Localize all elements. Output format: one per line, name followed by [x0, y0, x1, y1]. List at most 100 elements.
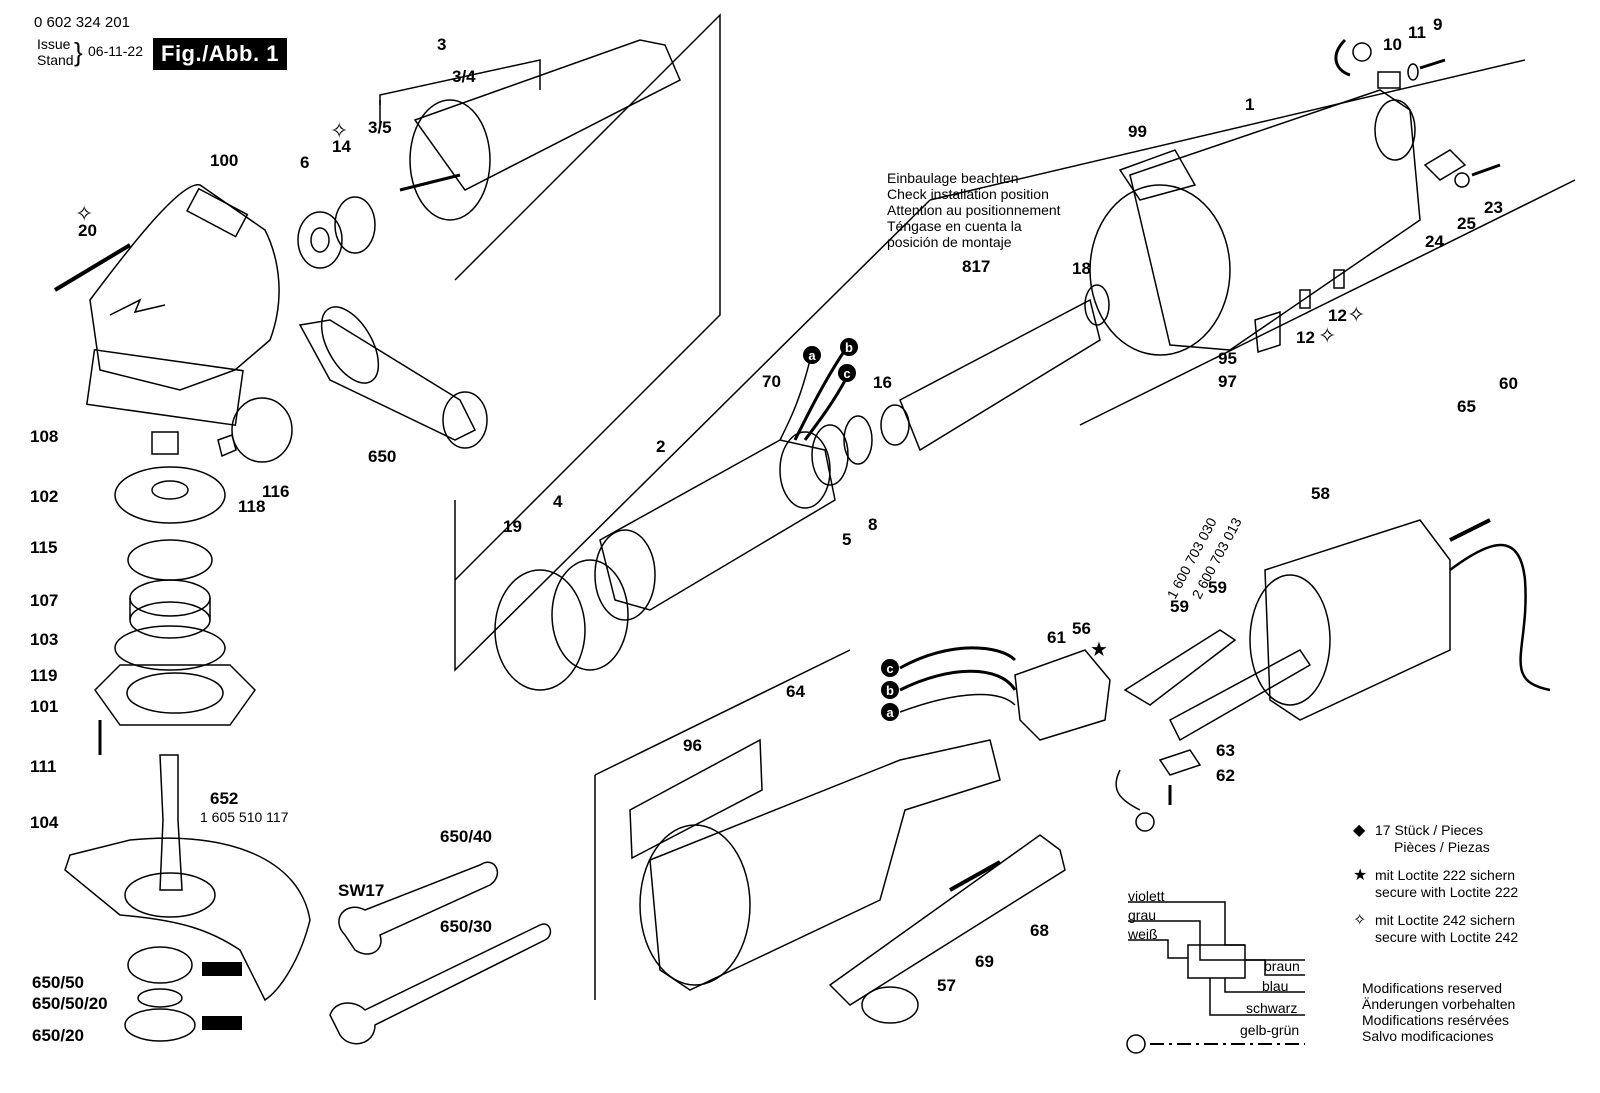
flange-650-50	[127, 946, 193, 984]
part-label: 6	[300, 153, 309, 172]
housing-opening	[1089, 184, 1231, 356]
legend: ◆17 Stück / Pieces Pièces / Piezas ★mit …	[1353, 822, 1518, 945]
frame-gear-group	[454, 13, 721, 581]
part-label: 62	[1216, 766, 1235, 785]
part-label: 115	[30, 538, 57, 557]
part-label: 68	[1030, 921, 1049, 940]
wrench-650-40	[338, 861, 499, 955]
housing-64-opening	[639, 824, 751, 986]
spindle-104	[159, 754, 183, 891]
part-label: 60	[1499, 374, 1518, 393]
clamp-10	[1377, 71, 1401, 89]
tool-icons	[202, 962, 242, 1030]
legend-outline-star-line2: secure with Loctite 242	[1375, 929, 1519, 945]
part-label: 18	[1072, 259, 1091, 278]
wire-tag-label: a	[808, 348, 816, 363]
brace: }	[74, 37, 83, 67]
part-label: 103	[30, 630, 58, 649]
part-label: 95	[1218, 349, 1237, 368]
markers: ✧ ✧ ✧ ✧ ★	[75, 119, 1365, 661]
part-label: 97	[1218, 372, 1237, 391]
wire-61	[899, 669, 1017, 692]
wire-label-blau: blau	[1262, 978, 1289, 994]
direction-arrow	[109, 298, 166, 316]
bearing-103	[129, 579, 211, 617]
rotor-shaft-3	[413, 39, 681, 191]
cable-protection-59	[1123, 629, 1237, 706]
modifications-line: Änderungen vorbehalten	[1362, 996, 1516, 1012]
wire-tag-label: c	[886, 661, 893, 676]
earth-icon	[1126, 1034, 1146, 1054]
wiring-switch-box	[1187, 944, 1246, 979]
strip-99	[1118, 149, 1197, 201]
armature-2	[599, 439, 836, 611]
wire-tag-label: b	[845, 340, 853, 355]
housing-nose	[1374, 99, 1416, 161]
screw-65	[1449, 518, 1491, 542]
outline-star-icon: ✧	[1347, 303, 1365, 328]
part-label: 8	[868, 515, 877, 534]
part-label: 19	[503, 517, 522, 536]
part-label: 16	[873, 373, 892, 392]
housing-vent	[186, 187, 249, 238]
part-label: 2	[656, 437, 665, 456]
legend-outline-star-line1: mit Loctite 242 sichern	[1375, 912, 1516, 928]
nut-650-20	[124, 1008, 196, 1042]
install-note-line: Attention au positionnement	[887, 202, 1061, 218]
part-label: 101	[30, 697, 58, 716]
wire-violett	[1128, 901, 1245, 946]
part-label: 817	[962, 257, 990, 276]
part-label: 63	[1216, 741, 1235, 760]
ring-18	[1084, 284, 1110, 326]
wrench-tool-icon	[202, 962, 242, 976]
switch-bar-68	[828, 834, 1066, 1006]
power-cord-60	[1449, 543, 1551, 692]
handle-guard	[320, 306, 380, 384]
clamp-63	[1158, 749, 1202, 776]
wire-braun	[1245, 959, 1305, 976]
bevel-gear-hub	[151, 480, 189, 500]
ring-16	[880, 404, 910, 446]
part-label: 1	[1245, 95, 1254, 114]
wire-tag-b	[881, 681, 899, 699]
part-label: 652	[210, 789, 238, 808]
part-label: 116	[262, 482, 289, 501]
earth-icon	[1135, 812, 1155, 832]
part-label: 24	[1425, 232, 1444, 251]
screw-20	[53, 243, 132, 292]
part-label: 23	[1484, 198, 1503, 217]
part-label: 57	[937, 976, 956, 995]
part-label: SW17	[338, 881, 384, 900]
part-label: 58	[1311, 484, 1330, 503]
bevel-gear-115	[114, 466, 226, 524]
star-icon: ★	[1353, 867, 1368, 884]
frame-top-line	[929, 59, 1526, 201]
part-label: 650/50	[32, 973, 84, 992]
part-label: 650	[368, 447, 396, 466]
ring-4	[551, 559, 629, 671]
handle-end	[442, 391, 488, 449]
wire-label-grau: grau	[1128, 907, 1157, 923]
frame-armature-group	[454, 199, 931, 672]
protection-guard-652	[64, 837, 311, 1002]
flange-bore	[126, 672, 224, 714]
aux-handle-650	[298, 319, 477, 441]
circlip-107	[127, 539, 213, 581]
part-label: 14	[332, 137, 351, 156]
cable-59	[1169, 649, 1312, 742]
label-96	[629, 738, 763, 860]
bearing-6-inner	[310, 227, 330, 253]
wire-label-weiss: weiß	[1128, 926, 1158, 942]
part-number-guard: 1 605 510 117	[200, 809, 289, 825]
needle-sleeve-102	[151, 431, 179, 455]
part-label: 107	[30, 591, 58, 610]
part-label: 69	[975, 952, 994, 971]
issue-label: Issue	[37, 36, 71, 52]
part-label: 118	[238, 497, 265, 516]
part-label: 64	[786, 682, 805, 701]
part-labels: 33/43/5146100201086501021181161151071031…	[30, 15, 1518, 1045]
earth-wire	[1115, 769, 1141, 811]
wire-70	[793, 349, 847, 441]
screw-9	[1419, 58, 1446, 70]
